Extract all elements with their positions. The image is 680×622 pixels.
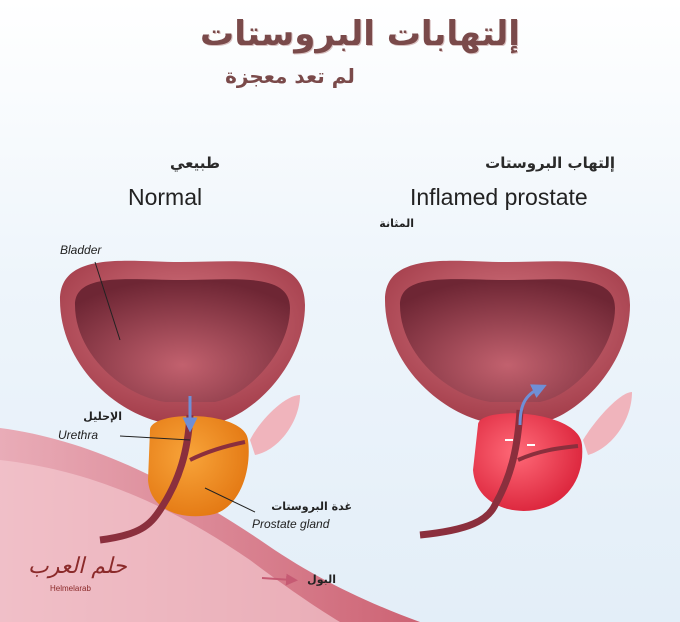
inflamed-label-ar: إلتهاب البروستات — [485, 154, 615, 172]
prostate-leader — [204, 487, 256, 513]
bladder-leader — [94, 261, 121, 341]
page-title: إلتهابات البروستات — [200, 14, 520, 54]
inflamed-prostate — [419, 384, 632, 539]
urine-arrow — [261, 573, 298, 586]
normal-label-en: Normal — [128, 184, 203, 210]
normal-label-ar: طبيعي — [169, 154, 220, 172]
urine-flow-band-light — [0, 460, 340, 622]
inflamed-bladder — [385, 260, 630, 422]
normal-prostate — [99, 395, 300, 544]
logo-text: حلم العرب — [28, 554, 127, 579]
bladder-label-ar: المثانة — [379, 217, 414, 230]
prostate-label-en: Prostate gland — [252, 517, 330, 531]
normal-bladder — [60, 260, 305, 422]
urethra-label-en: Urethra — [58, 428, 99, 442]
page-subtitle: لم تعد معجزة — [225, 64, 355, 88]
logo-subtext: Helmelarab — [50, 584, 91, 593]
prostate-label-ar: غدة البروستات — [271, 500, 352, 513]
bladder-label-en: Bladder — [60, 243, 102, 257]
urethra-label-ar: الإحليل — [83, 410, 122, 423]
urine-label-ar: البول — [307, 573, 336, 586]
urethra-leader — [119, 435, 191, 441]
inflamed-label-en: Inflamed prostate — [410, 184, 588, 210]
